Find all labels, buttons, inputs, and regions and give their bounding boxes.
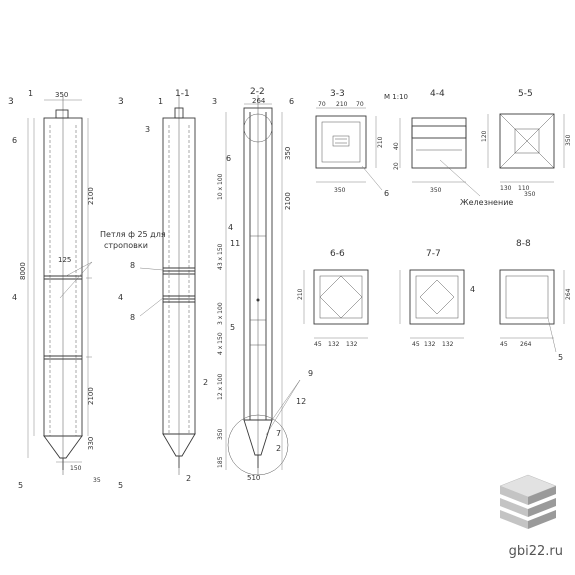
mark-4-sec22: 4	[228, 223, 233, 232]
dim-264: 264	[252, 97, 266, 105]
mark-6-left-sec22: 6	[226, 154, 231, 163]
dim-210v-33: 210	[377, 136, 384, 148]
dim-2100-lower: 2100	[87, 387, 95, 405]
loop-note-line1: Петля ф 25 для	[100, 230, 166, 239]
dim-264v-88: 264	[565, 288, 572, 300]
mark-3-sec22: 3	[212, 97, 217, 106]
section-label-3-3: 3-3	[330, 89, 345, 99]
dim-125: 125	[58, 256, 71, 264]
section-mark-5-left: 5	[18, 481, 23, 490]
dim-12x100: 12 x 100	[217, 373, 224, 400]
mark-8-lower: 8	[130, 313, 135, 322]
mark-11-sec22: 11	[230, 239, 240, 248]
mark-3-side: 3	[145, 125, 150, 134]
mark-6: 6	[12, 136, 17, 145]
mark-5-88: 5	[558, 353, 563, 362]
mark-6-sec22: 6	[289, 97, 294, 106]
dim-40-44: 40	[393, 142, 400, 150]
dim-350-top: 350	[55, 91, 68, 99]
dim-10x100: 10 x 100	[217, 173, 224, 200]
dim-45-88: 45	[500, 341, 508, 348]
dim-110-55: 110	[518, 185, 530, 192]
iron-note: Железнение	[460, 198, 513, 207]
section-label-8-8: 8-8	[516, 239, 531, 249]
mark-7-sec22: 7	[276, 429, 281, 438]
dim-350-55: 350	[524, 191, 536, 198]
mark-2-side: 2	[203, 378, 208, 387]
section-mark-3-left: 3	[8, 97, 14, 107]
section-mark-1: 1	[28, 89, 33, 98]
gbi-logo-icon	[499, 474, 557, 529]
pile-elevation-front	[27, 95, 93, 475]
section-7-7	[399, 269, 465, 339]
mark-9-sec22: 9	[308, 369, 313, 378]
section-label-2-2: 2-2	[250, 87, 265, 97]
dim-45-66: 45	[314, 341, 322, 348]
site-watermark[interactable]: gbi22.ru	[508, 544, 563, 559]
dim-120-55: 120	[481, 130, 488, 142]
dim-350-44: 350	[430, 187, 442, 194]
dim-2100-upper: 2100	[87, 187, 95, 205]
dim-150: 150	[70, 465, 82, 472]
section-mark-1-side: 1	[158, 97, 163, 106]
dim-330: 330	[87, 437, 95, 450]
dim-350-33: 350	[334, 187, 346, 194]
section-mark-4-right: 4	[118, 293, 123, 302]
section-6-6	[303, 269, 369, 339]
pile-elevation-side	[139, 95, 196, 475]
dim-8000: 8000	[19, 262, 27, 280]
dim-132b-66: 132	[346, 341, 358, 348]
dim-264-88: 264	[520, 341, 532, 348]
dim-210-33: 210	[336, 101, 348, 108]
dim-350-sec22: 350	[284, 147, 292, 160]
dim-70-33: 70	[318, 101, 326, 108]
section-mark-2-bottom: 2	[186, 474, 191, 483]
mark-8-upper: 8	[130, 261, 135, 270]
dim-210-66: 210	[297, 288, 304, 300]
dim-132b-77: 132	[442, 341, 454, 348]
dim-132a-66: 132	[328, 341, 340, 348]
section-4-4	[399, 117, 481, 197]
mark-6-33: 6	[384, 189, 389, 198]
mark-4-77: 4	[470, 285, 475, 294]
section-5-5	[487, 113, 565, 183]
dim-35: 35	[93, 477, 101, 484]
loop-note-line2: строповки	[104, 241, 148, 250]
mark-5-sec22: 5	[230, 323, 235, 332]
section-label-1-1: 1-1	[175, 89, 190, 99]
section-label-6-6: 6-6	[330, 249, 345, 259]
dim-4x150: 4 x 150	[217, 332, 224, 355]
section-label-7-7: 7-7	[426, 249, 441, 259]
dim-70b-33: 70	[356, 101, 364, 108]
dim-130-55: 130	[500, 185, 512, 192]
dim-350v-55: 350	[565, 134, 572, 146]
section-mark-3-right: 3	[118, 97, 124, 107]
mark-2-sec22: 2	[276, 444, 281, 453]
dim-132a-77: 132	[424, 341, 436, 348]
scale-note: М 1:10	[384, 93, 408, 101]
section-3-3	[315, 107, 383, 191]
dim-20-44: 20	[393, 162, 400, 170]
pile-section-2-2	[225, 95, 301, 476]
dim-350-tip: 350	[217, 428, 224, 440]
mark-12-sec22: 12	[296, 397, 306, 406]
dim-45-77: 45	[412, 341, 420, 348]
dim-510: 510	[247, 474, 260, 482]
section-label-4-4: 4-4	[430, 89, 445, 99]
section-label-5-5: 5-5	[518, 89, 533, 99]
section-8-8	[499, 269, 565, 353]
dim-185: 185	[217, 456, 224, 468]
dim-43x150: 43 x 150	[217, 243, 224, 270]
section-mark-4-left: 4	[12, 293, 17, 302]
section-mark-5-right: 5	[118, 481, 123, 490]
dim-3x100: 3 x 100	[217, 302, 224, 325]
dim-2100-sec22: 2100	[284, 192, 292, 210]
